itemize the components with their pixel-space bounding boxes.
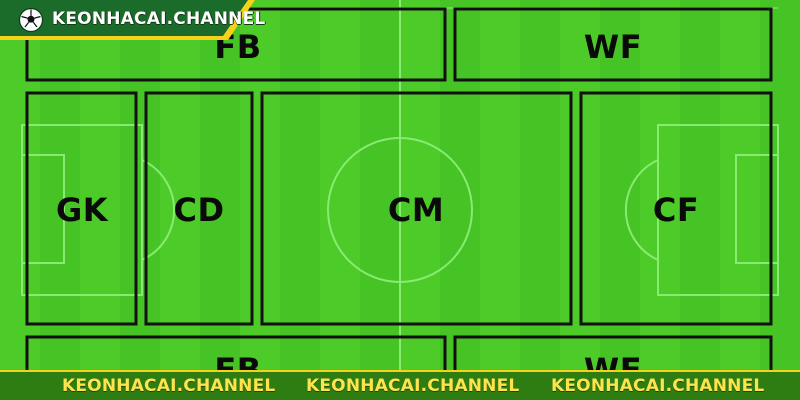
zone-label-cm: CM (387, 191, 445, 229)
left-goal-box (21, 154, 65, 264)
zone-label-cf: CF (652, 191, 700, 229)
zone-label-wf-top: WF (583, 28, 643, 66)
soccer-ball-icon (18, 7, 44, 33)
zone-wf-top-box (453, 7, 773, 82)
zone-cd-box (144, 91, 254, 326)
footer-band: KEONHACAI.CHANNEL KEONHACAI.CHANNEL KEON… (0, 370, 800, 400)
zone-cm-box (260, 91, 573, 326)
footer-watermark-1: KEONHACAI.CHANNEL (62, 376, 276, 396)
logo-badge-shape (0, 0, 255, 40)
zone-label-gk: GK (55, 191, 109, 229)
zone-cf-box (579, 91, 773, 326)
zone-label-cd: CD (173, 191, 225, 229)
footer-watermark-3: KEONHACAI.CHANNEL (551, 376, 765, 396)
logo-text: KEONHACAI.CHANNEL (52, 9, 266, 29)
right-penalty-arc (624, 159, 659, 261)
left-penalty-arc (141, 159, 176, 261)
right-goal-box (735, 154, 779, 264)
center-circle (327, 137, 473, 283)
brand-logo[interactable]: KEONHACAI.CHANNEL (0, 0, 265, 48)
zone-gk-box (25, 91, 138, 326)
footer-watermark-2: KEONHACAI.CHANNEL (306, 376, 520, 396)
